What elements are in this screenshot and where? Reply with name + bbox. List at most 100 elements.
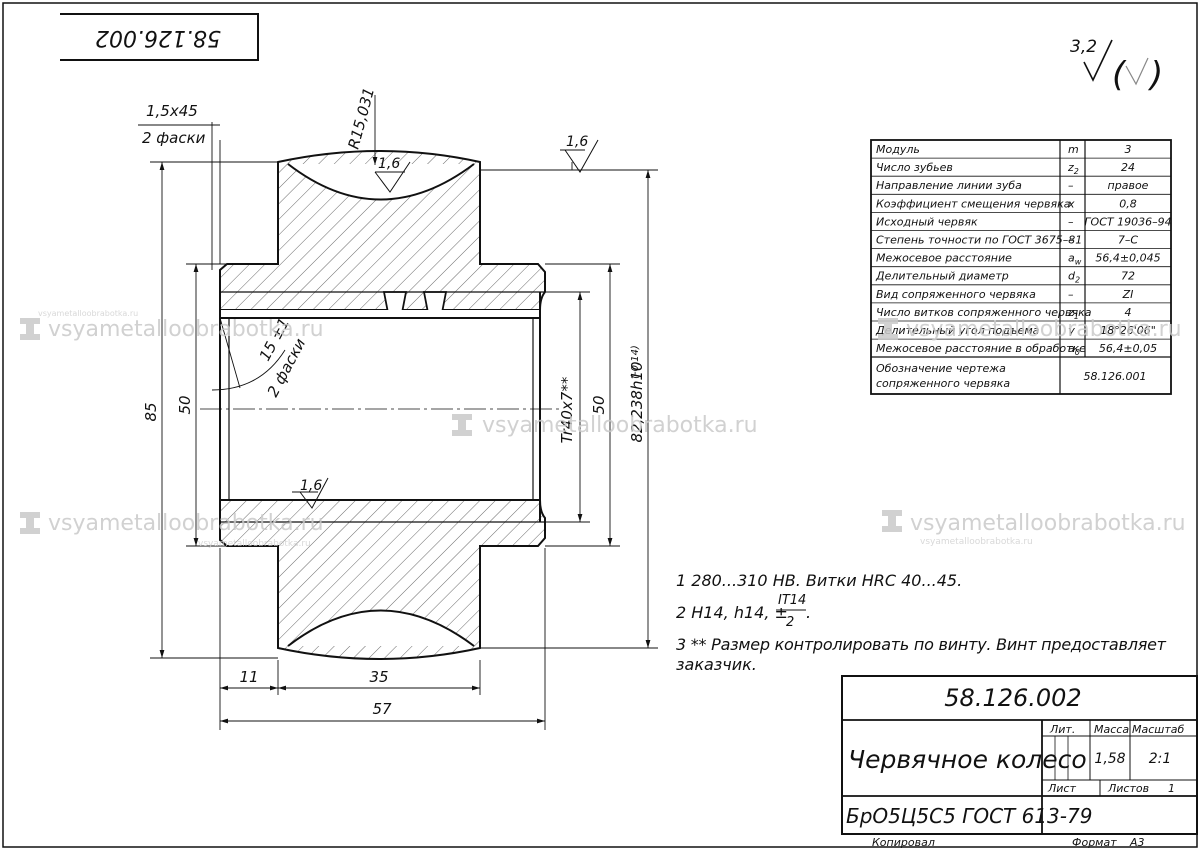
param-name: Степень точности по ГОСТ 3675–81 [876,234,1082,247]
param-value: 7–С [1118,234,1138,247]
dim-57: 57 [372,700,392,718]
roughness-top: 1,6 [378,156,400,172]
param-value: 3 [1125,143,1132,156]
param-name: Число витков сопряженного червяка [876,306,1092,319]
general-roughness-value: 3,2 [1070,37,1097,57]
dim-11: 11 [239,668,258,686]
title-block [841,675,1198,835]
dim-50-right: 50 [590,395,608,414]
param-name: Модуль [876,143,920,156]
svg-text:vsyametalloobrabotka.ru: vsyametalloobrabotka.ru [920,537,1033,547]
param-symbol: – [1068,288,1074,301]
dim-35: 35 [369,668,388,686]
title-material: БрО5Ц5С5 ГОСТ 613-79 [846,804,1092,828]
param-value: 18°26'06" [1100,324,1156,337]
scale-label: Масштаб [1132,723,1184,736]
svg-text:vsyametalloobrabotka.ru: vsyametalloobrabotka.ru [198,539,311,549]
watermark-center: vsyametalloobrabotka.ru [452,413,758,438]
svg-text:vsyametalloobrabotka.ru: vsyametalloobrabotka.ru [48,511,324,536]
drawing-number-stamp-text: 58.126.002 [95,25,221,50]
param-symbol: – [1068,234,1074,247]
lit-label: Лит. [1049,723,1075,736]
svg-text:vsyametalloobrabotka.ru: vsyametalloobrabotka.ru [38,309,138,318]
sheet-label: Лист [1047,782,1076,795]
watermark-left-bottom: vsyametalloobrabotka.ru vsyametalloobrab… [20,511,324,549]
watermark-left-top: vsyametalloobrabotka.ru vsyametalloobrab… [20,309,324,342]
svg-text:vsyametalloobrabotka.ru: vsyametalloobrabotka.ru [906,317,1182,342]
title-name: Червячное колесо [848,745,1087,774]
param-value: 56,4±0,05 [1099,342,1157,355]
drawing-number-stamp: 58.126.002 [60,13,259,61]
tech-notes: 1 280...310 HB. Витки HRC 40...45. 2 H14… [676,571,1167,674]
mass-label: Масса [1094,723,1129,736]
chamfer-top-note: 2 фаски [142,129,206,147]
param-symbol: γ [1068,324,1075,337]
dim-thread: Tr40x7** [558,376,576,443]
sheets-value: 1 [1168,782,1175,795]
sheets-label: Листов [1107,782,1149,795]
param-symbol: z1 [1067,306,1079,321]
note-3-line-1: 3 ** Размер контролировать по винту. Вин… [676,635,1167,654]
param-value: 72 [1121,270,1135,283]
param-name: Исходный червяк [876,215,978,228]
dim-82-tol: (-0,14) [630,345,641,379]
note-1: 1 280...310 HB. Витки HRC 40...45. [676,571,962,590]
watermark-right-bottom: vsyametalloobrabotka.ru vsyametalloobrab… [882,510,1186,547]
title-block-texts: 58.126.002 Червячное колесо БрО5Ц5С5 ГОС… [846,684,1184,849]
param-value: 24 [1121,161,1135,174]
roughness-marks [292,139,599,509]
format-value: А3 [1129,836,1145,849]
watermark-logo-icon [20,512,40,534]
note-2-num: IT14 [778,593,806,608]
param-last-value: 58.126.001 [1084,370,1147,383]
general-roughness: 3,2 ( ) [1070,37,1163,95]
param-name: Делительный диаметр [875,270,1009,283]
watermark-logo-icon [878,318,898,340]
part-section [200,150,560,660]
scale-value: 2:1 [1149,751,1172,767]
title-number: 58.126.002 [944,684,1081,712]
roughness-bore: 1,6 [300,478,322,494]
dim-85: 85 [142,402,160,421]
copied-label: Копировал [872,836,935,849]
param-last-name-2: сопряженного червяка [876,377,1010,390]
param-value: 0,8 [1119,197,1137,210]
param-name: Делительный угол подъема [875,324,1040,337]
param-symbol: – [1068,179,1074,192]
note-2-den: 2 [786,615,794,630]
watermarks: vsyametalloobrabotka.ru vsyametalloobrab… [20,309,1186,549]
note-3-line-2: заказчик. [676,655,757,674]
param-value: 56,4±0,045 [1095,252,1160,265]
param-symbol: z2 [1067,161,1079,176]
watermark-logo-icon [882,510,902,532]
watermark-logo-icon [452,414,472,436]
param-name: Межосевое расстояние [876,252,1012,265]
param-last-name-1: Обозначение чертежа [876,362,1006,375]
dim-82: 82,238h10 [628,361,646,442]
param-symbol: x [1067,197,1075,210]
format-label: Формат [1072,836,1117,849]
general-roughness-paren-open: ( [1112,55,1127,95]
watermark-logo-icon [20,318,40,340]
dim-50-left: 50 [176,395,194,414]
lower-body [219,499,546,660]
svg-text:vsyametalloobrabotka.ru: vsyametalloobrabotka.ru [48,317,324,342]
general-roughness-paren-close: ) [1147,55,1163,95]
param-value: 4 [1125,306,1132,319]
radius-label: R15,031 [344,86,378,151]
watermark-right-top: vsyametalloobrabotka.ru [878,317,1182,342]
param-name: Направление линии зуба [876,179,1022,192]
param-name: Вид сопряженного червяка [876,288,1036,301]
note-2-suffix: . [806,603,811,622]
dimension-lines [138,95,658,730]
param-symbol: – [1068,215,1074,228]
param-name: Число зубьев [876,161,953,174]
param-symbol: a0 [1068,342,1080,357]
svg-text:vsyametalloobrabotka.ru: vsyametalloobrabotka.ru [482,413,758,438]
roughness-check-icon [1125,57,1149,86]
param-symbol: aw [1068,252,1082,267]
mass-value: 1,58 [1094,751,1125,767]
param-value: ГОСТ 19036–94 [1084,215,1171,228]
